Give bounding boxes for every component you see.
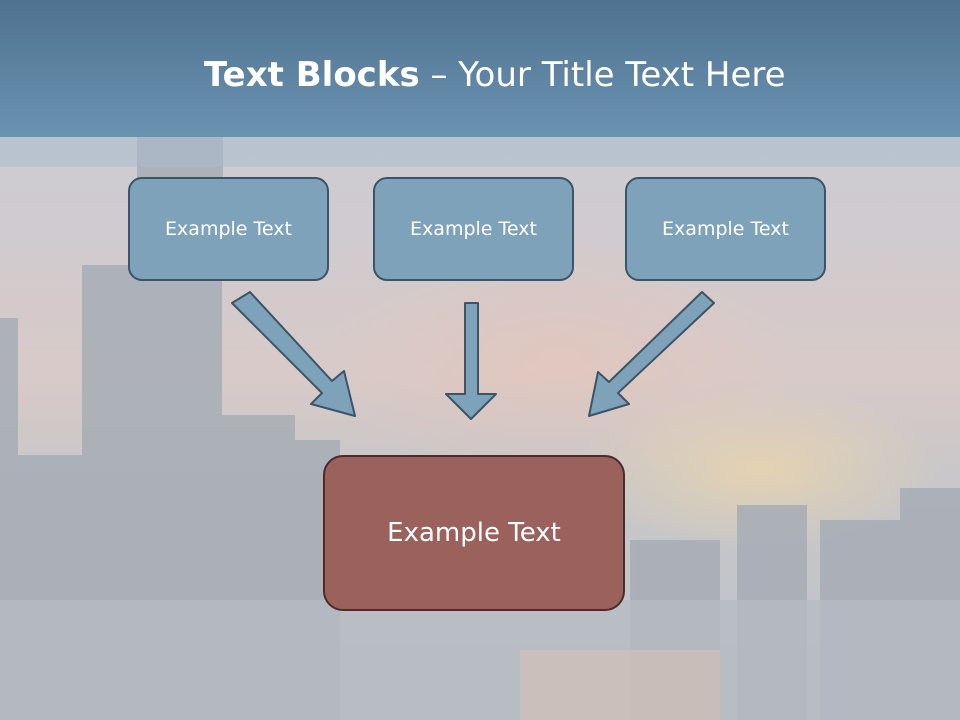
text-block-center[interactable]: Example Text bbox=[373, 177, 574, 281]
arrow-right-diagonal[interactable] bbox=[588, 291, 715, 417]
text-block-center-label: Example Text bbox=[410, 218, 537, 240]
text-block-right[interactable]: Example Text bbox=[625, 177, 826, 281]
slide-title[interactable]: Text Blocks – Your Title Text Here bbox=[204, 52, 786, 98]
slide-title-rest: – Your Title Text Here bbox=[419, 55, 786, 95]
text-block-left-label: Example Text bbox=[165, 218, 292, 240]
arrow-left-diagonal[interactable] bbox=[231, 291, 356, 417]
text-block-main[interactable]: Example Text bbox=[323, 455, 625, 611]
slide-title-bold: Text Blocks bbox=[204, 55, 420, 95]
text-block-main-label: Example Text bbox=[387, 518, 561, 548]
title-header-bar bbox=[0, 0, 960, 137]
text-block-left[interactable]: Example Text bbox=[128, 177, 329, 281]
arrow-center-down[interactable] bbox=[445, 302, 497, 420]
header-shadow-band bbox=[0, 137, 960, 167]
text-block-right-label: Example Text bbox=[662, 218, 789, 240]
